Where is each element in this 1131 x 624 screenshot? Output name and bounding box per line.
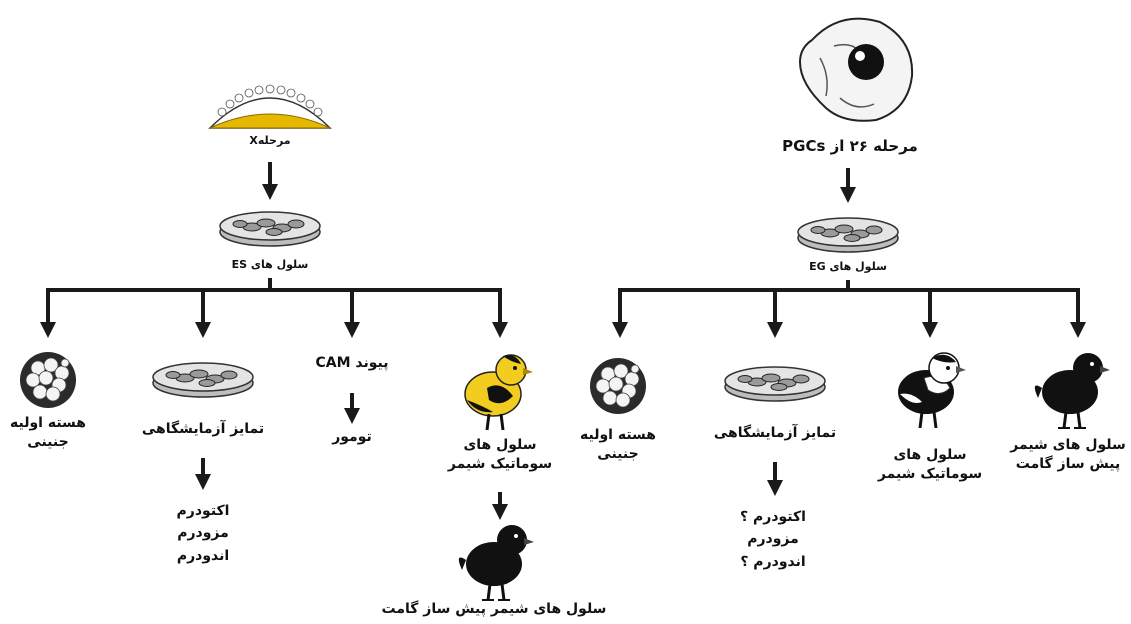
blastoderm-icon (210, 85, 330, 128)
eg-lab-differentiation-label: تمایز آزمایشگاهی (705, 424, 845, 443)
petri-dish-icon-eg (798, 218, 898, 252)
petri-dish-icon-es (220, 212, 320, 246)
yellow-black-chick-icon (465, 355, 533, 430)
es-germ-layers-list: اکتودرم مزودرم اندودرم (150, 500, 256, 567)
black-chick-icon-eg (1035, 353, 1110, 428)
eg-germline-chimera-label: سلول های شیمر پیش ساز گامت (1008, 436, 1128, 474)
nucleus-icon-es (20, 352, 76, 408)
es-cells-label: سلول های ES (220, 258, 320, 273)
es-embryonic-nucleus-label: هسته اولیه جنینی (0, 414, 96, 452)
black-white-chick-icon (898, 353, 966, 428)
embryo-icon (800, 19, 912, 121)
eg-embryonic-nucleus-label: هسته اولیه جنینی (570, 426, 666, 464)
eg-somatic-chimera-label: سلول های سوماتیک شیمر (862, 446, 998, 484)
pgc-stage-label: مرحله ۲۶ از PGCs (770, 136, 930, 156)
petri-dish-icon-es-lab (153, 363, 253, 397)
black-chick-icon-es (459, 525, 534, 600)
nucleus-icon-eg (590, 358, 646, 414)
eg-germ-layers-list: اکتودرم ؟ مزودرم اندودرم ؟ (714, 506, 832, 573)
es-somatic-chimera-label: سلول های سوماتیک شیمر (436, 436, 564, 474)
tumor-label: تومور (312, 428, 392, 447)
es-lab-differentiation-label: تمایز آزمایشگاهی (133, 420, 273, 439)
petri-dish-icon-eg-lab (725, 367, 825, 401)
eg-cells-label: سلول های EG (796, 260, 900, 275)
es-germline-chimera-label: سلول های شیمر پیش ساز گامت (376, 600, 612, 619)
stage-x-label: مرحلهX (230, 134, 310, 149)
cam-graft-label: پیوند CAM (296, 354, 408, 373)
